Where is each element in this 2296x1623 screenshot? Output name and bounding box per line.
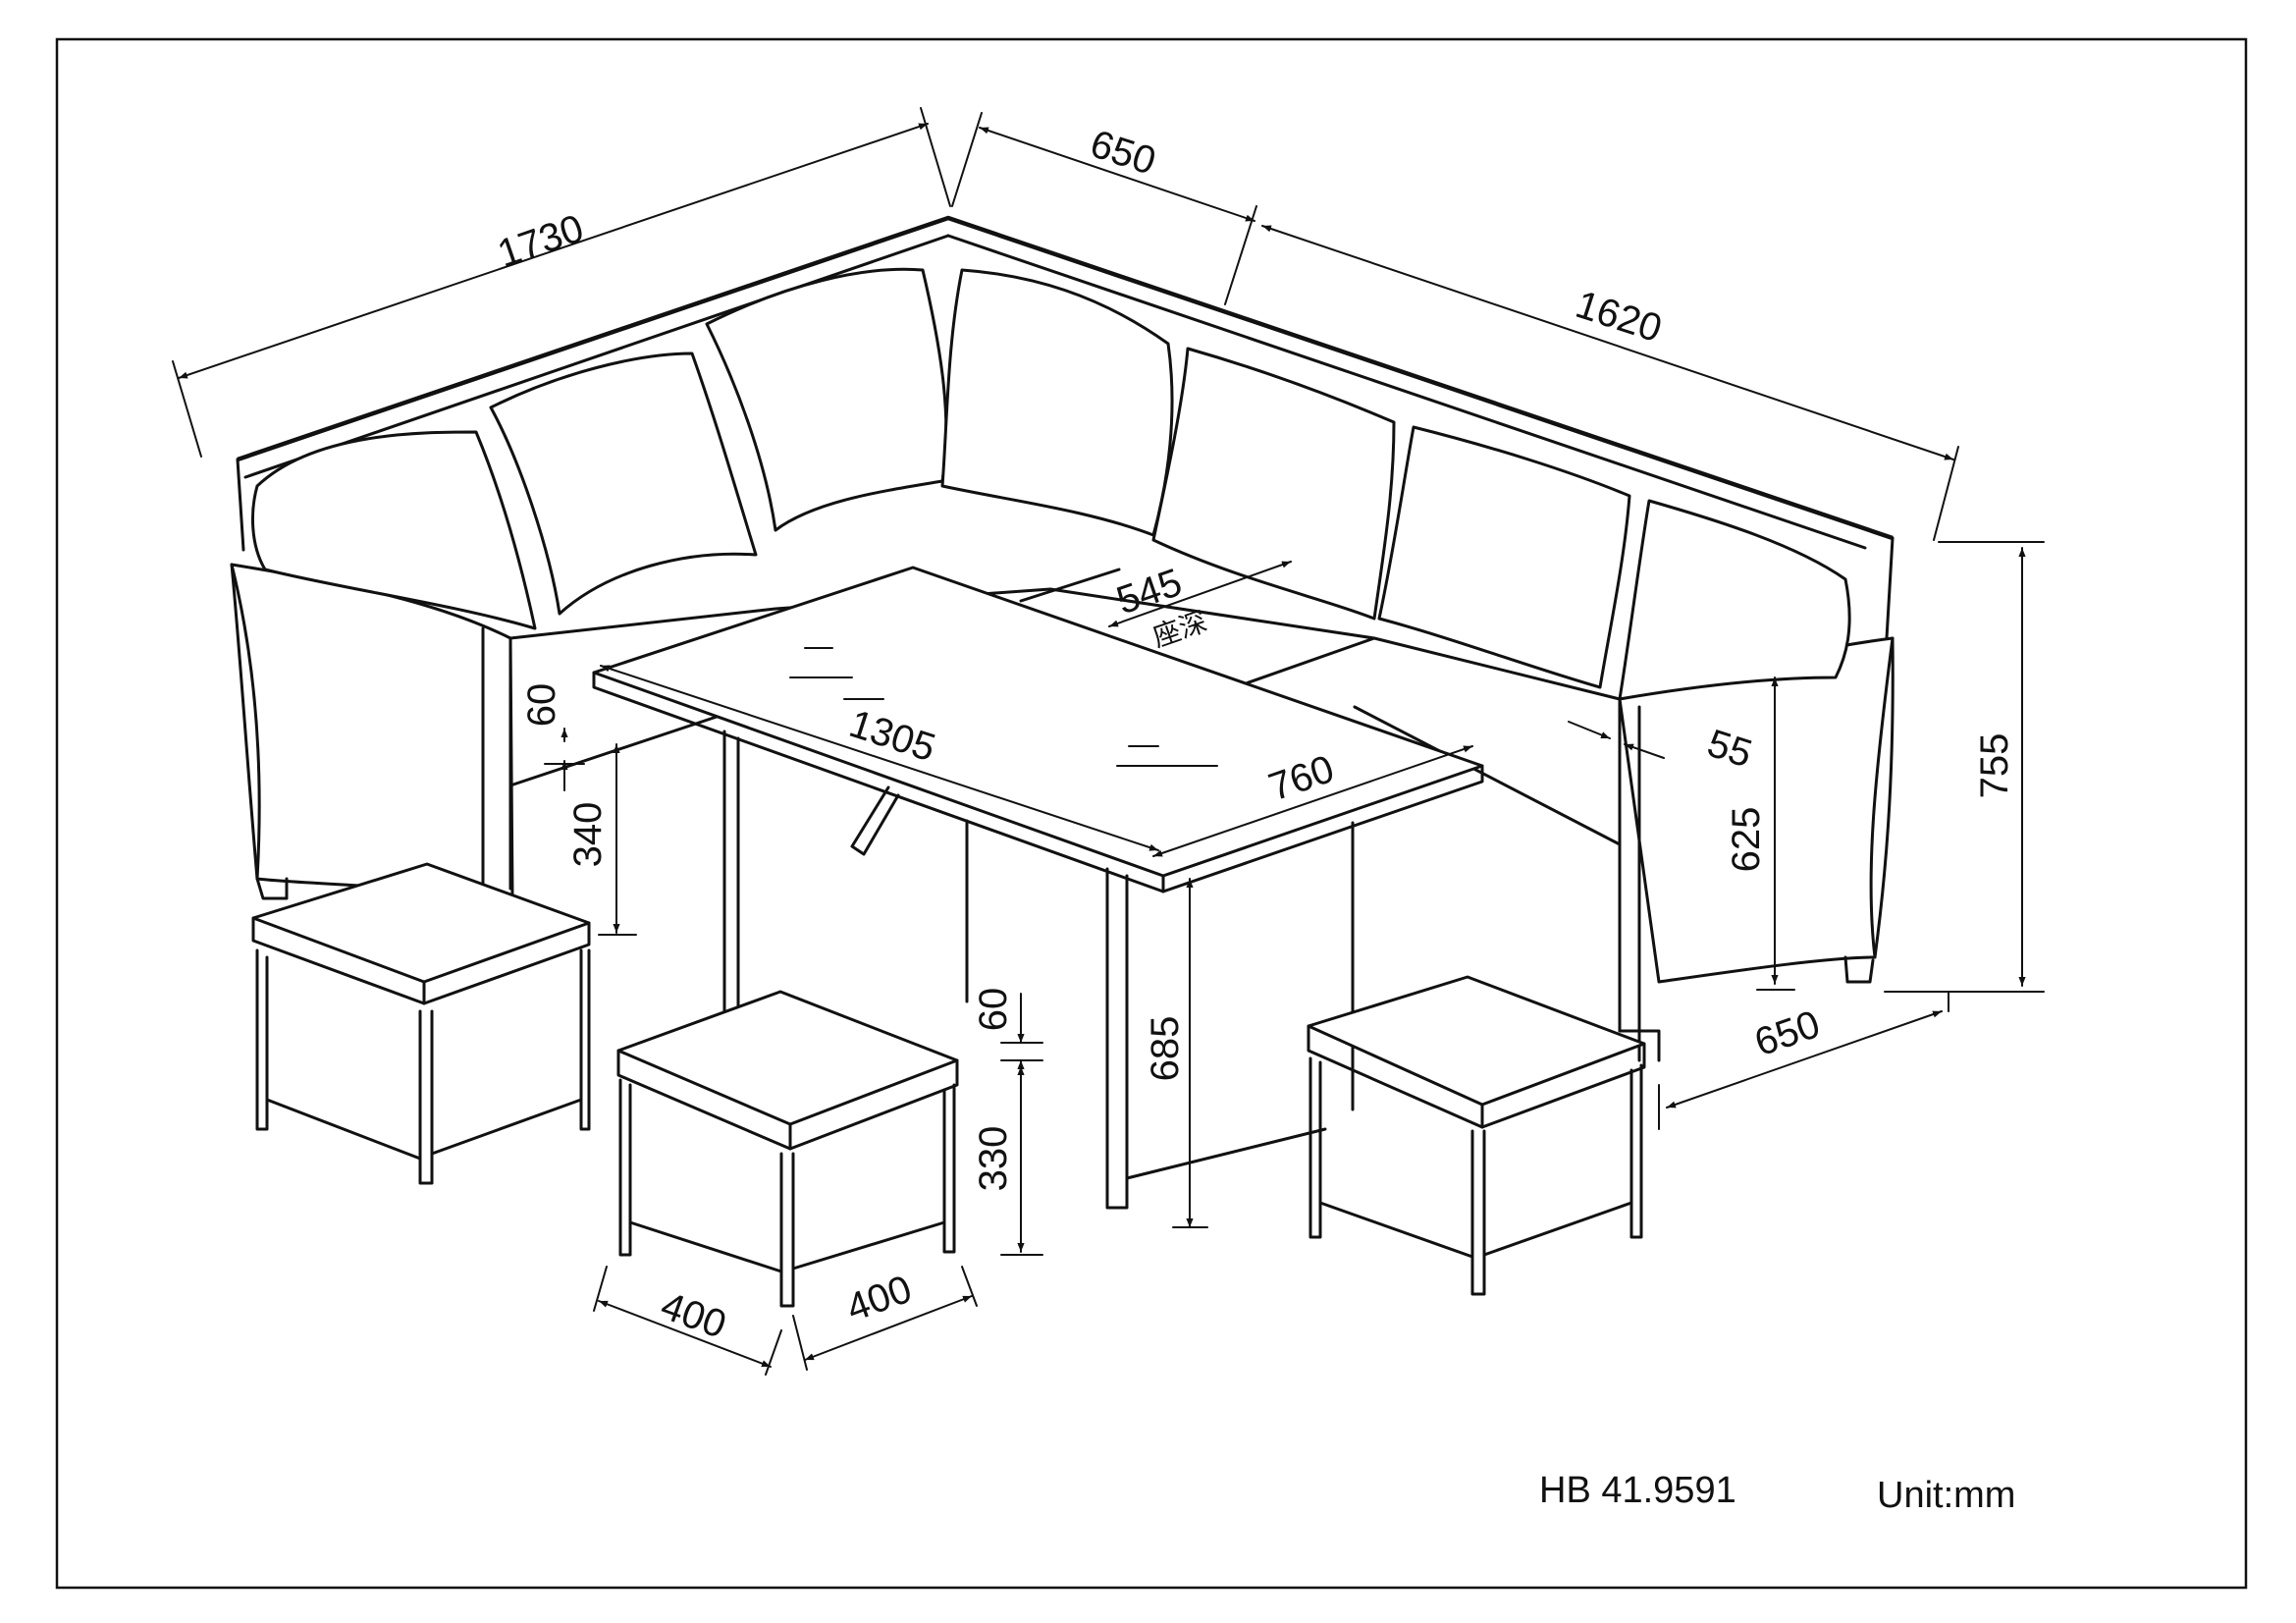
unit-label: Unit:mm [1877,1475,2015,1516]
dimension-lines [172,107,2045,1376]
back-cushion-3 [705,267,948,532]
drawing-border [55,37,2248,1590]
back-cushion-7 [1618,499,1851,701]
corner-sofa [230,215,1895,1062]
dim-60-stool: 60 [972,988,1015,1032]
dim-1620: 1620 [1571,283,1667,351]
back-cushion-6 [1377,425,1631,689]
dim-1730: 1730 [493,206,589,276]
dim-755: 755 [1973,733,2016,799]
dim-650-top: 650 [1085,122,1160,183]
dim-60-frame: 60 [520,683,563,728]
back-cushion-4 [940,268,1174,537]
back-cushion-2 [489,352,758,616]
dim-400-left: 400 [656,1284,732,1347]
dim-685: 685 [1144,1016,1187,1082]
dim-seat-depth-cn: 座深 [1148,605,1211,653]
stool-middle [616,990,959,1308]
back-cushion-1 [250,430,537,630]
dim-625: 625 [1725,807,1768,873]
stool-left [251,862,591,1185]
model-number: HB 41.9591 [1539,1470,1736,1511]
dining-table [592,566,1484,1210]
dim-330: 330 [972,1126,1015,1192]
dim-340: 340 [566,802,610,868]
back-cushion-5 [1151,347,1396,621]
stool-right [1307,975,1646,1296]
